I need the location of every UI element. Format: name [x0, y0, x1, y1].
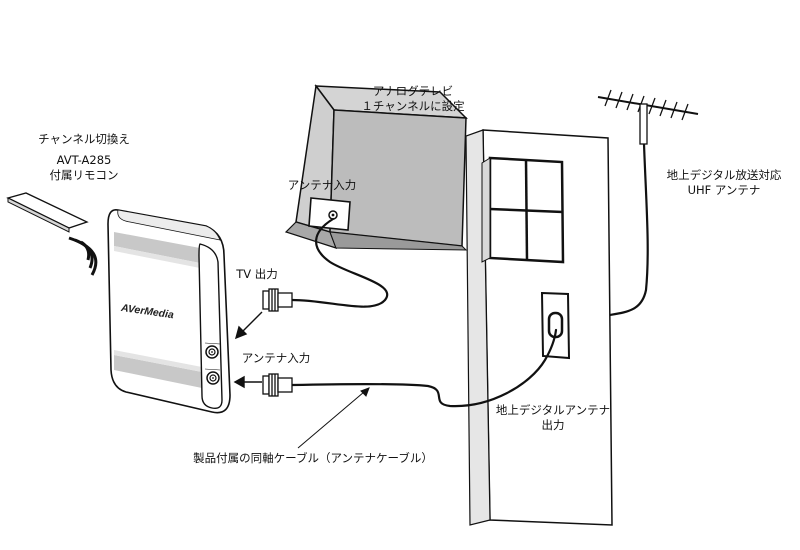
- tv-out-port: [205, 345, 219, 359]
- wall-output-line1: 地上デジタルアンテナ: [495, 403, 611, 417]
- tv-antenna-input: [308, 197, 351, 231]
- analog-tv: [284, 84, 468, 251]
- tv-label-line1: アナログテレビ: [372, 84, 454, 98]
- antenna-in-port: [206, 371, 220, 385]
- remote-label-line2: AVT-A285: [56, 153, 112, 167]
- uhf-label-line2: UHF アンテナ: [687, 183, 761, 197]
- wall-output-line2: 出力: [541, 418, 565, 432]
- tv-label: アナログテレビ １チャンネルに設定: [338, 84, 488, 114]
- remote-label: チャンネル切換え AVT-A285 付属リモコン: [8, 132, 160, 183]
- arrow-icon: [233, 311, 263, 389]
- device-antenna-input-label: アンテナ入力: [241, 351, 311, 365]
- avermedia-device: [107, 208, 231, 414]
- uhf-antenna-label: 地上デジタル放送対応 UHF アンテナ: [654, 168, 794, 198]
- remote-label-line3: 付属リモコン: [49, 168, 119, 182]
- remote-label-line1: チャンネル切換え: [38, 132, 130, 146]
- wall-antenna-outlet: [540, 291, 571, 360]
- antenna-in-plug: [262, 373, 293, 397]
- remote-control: [6, 192, 89, 233]
- cable-caption: 製品付属の同軸ケーブル（アンテナケーブル）: [193, 451, 433, 465]
- caption-pointer: [297, 387, 370, 449]
- window: [481, 156, 565, 264]
- tv-out-plug: [262, 288, 293, 312]
- wireless-signal-icon: [68, 236, 98, 276]
- coaxial-cables: [290, 217, 558, 408]
- tv-out-label: TV 出力: [236, 267, 278, 281]
- uhf-label-line1: 地上デジタル放送対応: [666, 168, 782, 182]
- house-wall: [465, 129, 613, 526]
- tv-antenna-input-label: アンテナ入力: [287, 178, 357, 192]
- uhf-antenna: [597, 89, 699, 317]
- tv-label-line2: １チャンネルに設定: [361, 99, 465, 113]
- wall-output-label: 地上デジタルアンテナ 出力: [478, 403, 628, 433]
